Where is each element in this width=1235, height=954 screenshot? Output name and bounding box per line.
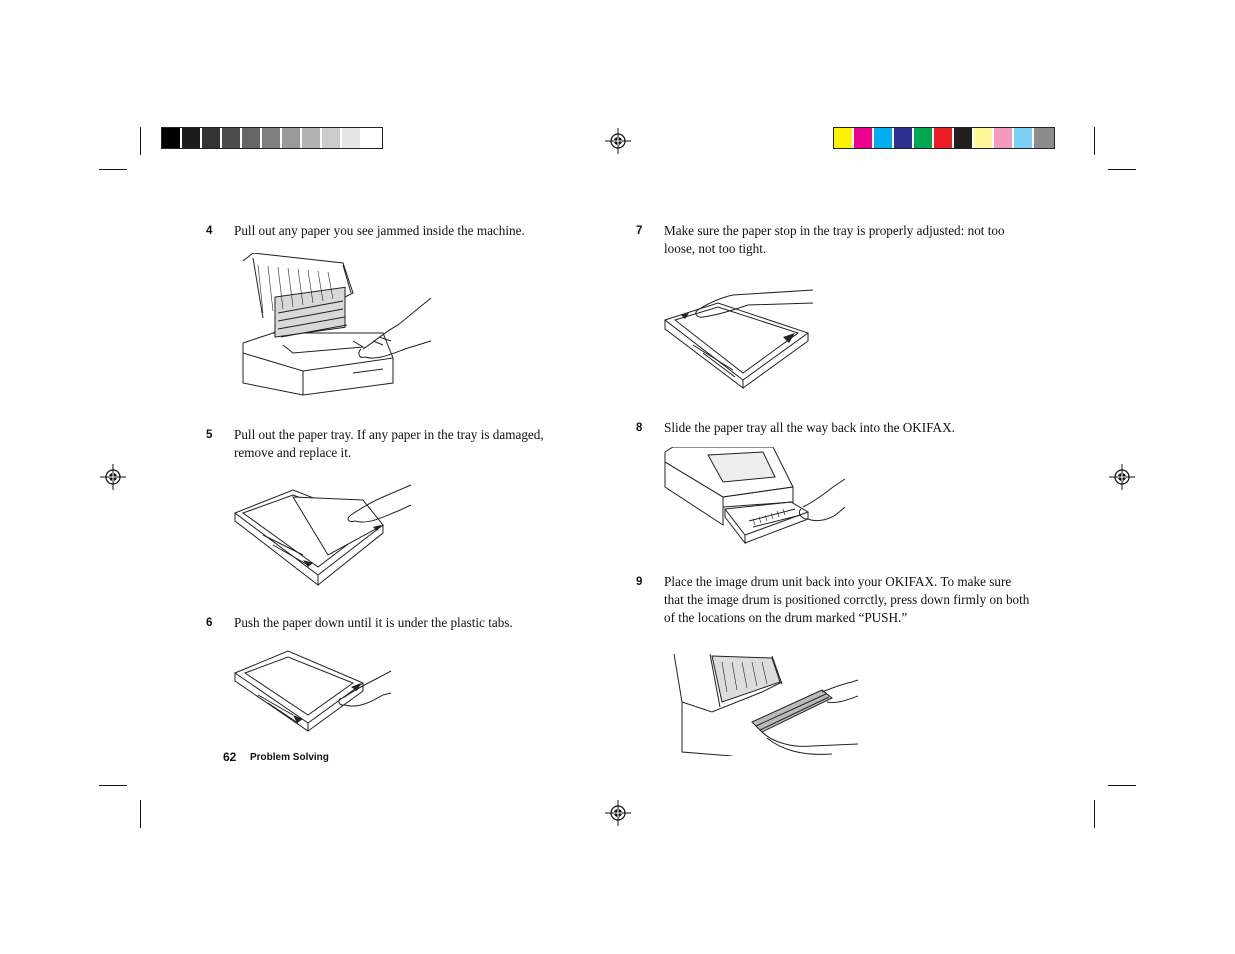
color-swatch: [934, 128, 954, 148]
step-number: 8: [636, 422, 643, 434]
step-number: 6: [206, 617, 213, 629]
crop-mark: [1108, 785, 1136, 786]
step-text: Slide the paper tray all the way back in…: [664, 420, 955, 435]
step-text: Pull out the paper tray. If any paper in…: [234, 427, 544, 460]
color-swatch: [914, 128, 934, 148]
color-swatch: [834, 128, 854, 148]
illustration-paper-stop-adjust: [663, 289, 814, 390]
color-swatch: [282, 128, 302, 148]
color-swatch: [302, 128, 322, 148]
page-number: 62: [223, 750, 237, 764]
crop-mark: [1108, 169, 1136, 170]
illustration-tray-insert: [664, 447, 846, 545]
crop-mark: [99, 169, 127, 170]
color-calibration-bar: [833, 127, 1055, 149]
registration-mark-icon: [605, 128, 631, 154]
color-swatch: [322, 128, 342, 148]
registration-mark-icon: [100, 464, 126, 490]
color-swatch: [222, 128, 242, 148]
illustration-jammed-paper-removal: [242, 253, 432, 396]
registration-mark-icon: [605, 800, 631, 826]
step-text: Place the image drum unit back into your…: [664, 574, 1030, 625]
step-number: 7: [636, 225, 643, 237]
grayscale-calibration-bar: [161, 127, 383, 149]
color-swatch: [974, 128, 994, 148]
step-text: Push the paper down until it is under th…: [234, 615, 513, 630]
color-swatch: [1034, 128, 1054, 148]
step-number: 9: [636, 576, 643, 588]
illustration-paper-under-tabs: [233, 650, 392, 732]
crop-mark: [140, 800, 141, 828]
color-swatch: [1014, 128, 1034, 148]
color-swatch: [242, 128, 262, 148]
color-swatch: [954, 128, 974, 148]
step-number: 4: [206, 225, 213, 237]
illustration-image-drum-push: [673, 653, 859, 756]
color-swatch: [162, 128, 182, 148]
color-swatch: [362, 128, 382, 148]
step-text: Pull out any paper you see jammed inside…: [234, 223, 525, 238]
crop-mark: [1094, 127, 1095, 155]
crop-mark: [140, 127, 141, 155]
section-title: Problem Solving: [250, 752, 329, 763]
step-number: 5: [206, 429, 213, 441]
color-swatch: [262, 128, 282, 148]
color-swatch: [342, 128, 362, 148]
color-swatch: [874, 128, 894, 148]
illustration-tray-paper-removal: [233, 484, 412, 587]
color-swatch: [894, 128, 914, 148]
crop-mark: [99, 785, 127, 786]
step-text: Make sure the paper stop in the tray is …: [664, 223, 1005, 256]
color-swatch: [202, 128, 222, 148]
registration-mark-icon: [1109, 464, 1135, 490]
color-swatch: [994, 128, 1014, 148]
crop-mark: [1094, 800, 1095, 828]
color-swatch: [182, 128, 202, 148]
color-swatch: [854, 128, 874, 148]
